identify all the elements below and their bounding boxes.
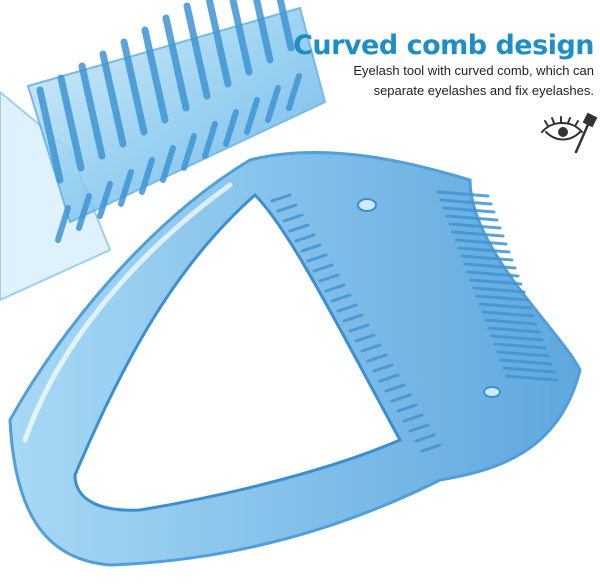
- brush-wand: [574, 118, 592, 154]
- straight-comb-tooth: [276, 0, 295, 52]
- curved-comb-tooth: [396, 403, 418, 413]
- straight-comb-tooth: [202, 121, 218, 159]
- curved-comb-tooth: [282, 213, 304, 223]
- eyelash-brush-icon: [541, 112, 598, 154]
- eye-iris: [558, 127, 568, 137]
- outer-comb-tooth: [481, 310, 535, 318]
- outer-comb-tooth: [439, 198, 493, 206]
- straight-comb-tooth: [244, 97, 260, 135]
- outer-comb-tooth: [436, 190, 490, 198]
- glare: [22, 182, 233, 443]
- straight-comb-tooth: [253, 0, 274, 64]
- curved-comb-tooth: [372, 363, 394, 373]
- curved-comb-tooth: [384, 383, 406, 393]
- straight-comb-tooth: [120, 38, 148, 136]
- outer-comb-tooth: [505, 374, 559, 382]
- outer-comb-tooth: [442, 206, 496, 214]
- outer-comb-tooth: [490, 334, 544, 342]
- straight-comb-tooth: [265, 85, 281, 123]
- curved-comb-tooth: [342, 313, 364, 323]
- outer-comb-tooth: [451, 230, 505, 238]
- straight-comb-tooth: [286, 73, 302, 111]
- outer-comb-tooth: [463, 262, 517, 270]
- outer-comb-tooth: [448, 222, 502, 230]
- straight-comb-tooth: [160, 145, 176, 183]
- straight-comb-tooth: [223, 109, 239, 147]
- outer-comb-tooth: [454, 238, 508, 246]
- curved-comb-tooth: [324, 283, 346, 293]
- curved-comb-tooth: [288, 223, 310, 233]
- straight-comb-tooth: [118, 169, 134, 207]
- eye-lashes: [544, 116, 579, 127]
- hole-bottom: [483, 386, 501, 398]
- outer-comb-tooth: [478, 302, 532, 310]
- curved-comb-tooth: [300, 243, 322, 253]
- outer-comb-tooth: [487, 326, 541, 334]
- curved-comb-tooth: [354, 333, 376, 343]
- outer-comb-tooth: [466, 270, 520, 278]
- curved-comb-tooth: [360, 343, 382, 353]
- curved-comb-tooth: [318, 273, 340, 283]
- straight-comb-tooth: [162, 14, 190, 112]
- outer-comb-tooth: [499, 358, 553, 366]
- brush-head: [582, 112, 598, 128]
- eye-outline: [541, 122, 583, 133]
- curved-comb-tooth: [408, 423, 430, 433]
- curved-comb-tooth: [402, 413, 424, 423]
- straight-comb-tooth: [36, 86, 64, 184]
- curved-comb-tooth: [294, 233, 316, 243]
- curved-comb-tooth: [270, 193, 292, 203]
- curved-comb-tooth: [390, 393, 412, 403]
- straight-comb-tooth: [181, 133, 197, 171]
- outer-comb-teeth: [436, 190, 559, 382]
- straight-comb-tooth: [141, 26, 169, 124]
- outer-comb-tooth: [502, 366, 556, 374]
- outer-comb-tooth: [496, 350, 550, 358]
- straight-comb-tooth: [205, 0, 232, 88]
- outer-comb-tooth: [493, 342, 547, 350]
- curved-comb-tooth: [414, 433, 436, 443]
- outer-comb-tooth: [475, 294, 529, 302]
- outer-comb-tooth: [460, 254, 514, 262]
- straight-comb-tooth: [55, 205, 71, 243]
- description: Eyelash tool with curved comb, which can…: [353, 63, 594, 98]
- straight-comb: [0, 0, 327, 302]
- curved-comb-tooth: [420, 443, 442, 453]
- outer-comb-tooth: [457, 246, 511, 254]
- straight-comb-tooth: [78, 62, 106, 160]
- curved-comb-tooth: [276, 203, 298, 213]
- straight-comb-tooth: [76, 193, 92, 231]
- hole-top: [357, 198, 377, 212]
- outer-comb-tooth: [484, 318, 538, 326]
- curved-comb-tooth: [366, 353, 388, 363]
- straight-comb-teeth: [36, 0, 302, 243]
- straight-comb-tooth: [99, 50, 127, 148]
- curved-comb-tooth: [312, 263, 334, 273]
- curved-comb: [8, 151, 582, 567]
- curved-comb-teeth: [270, 193, 442, 453]
- headline: Curved comb design: [293, 30, 594, 61]
- curved-comb-tooth: [336, 303, 358, 313]
- straight-comb-tooth: [183, 2, 211, 100]
- eye-lower-lid: [545, 131, 581, 141]
- outer-comb-tooth: [445, 214, 499, 222]
- curved-comb-tooth: [330, 293, 352, 303]
- outer-comb-tooth: [472, 286, 526, 294]
- straight-comb-tooth: [229, 0, 253, 76]
- straight-comb-tooth: [57, 74, 85, 172]
- straight-comb-tooth: [139, 157, 155, 195]
- curved-comb-tooth: [306, 253, 328, 263]
- curved-comb-tooth: [378, 373, 400, 383]
- outer-comb-tooth: [469, 278, 523, 286]
- curved-comb-window: [73, 192, 403, 512]
- straight-comb-tooth: [97, 181, 113, 219]
- curved-comb-tooth: [348, 323, 370, 333]
